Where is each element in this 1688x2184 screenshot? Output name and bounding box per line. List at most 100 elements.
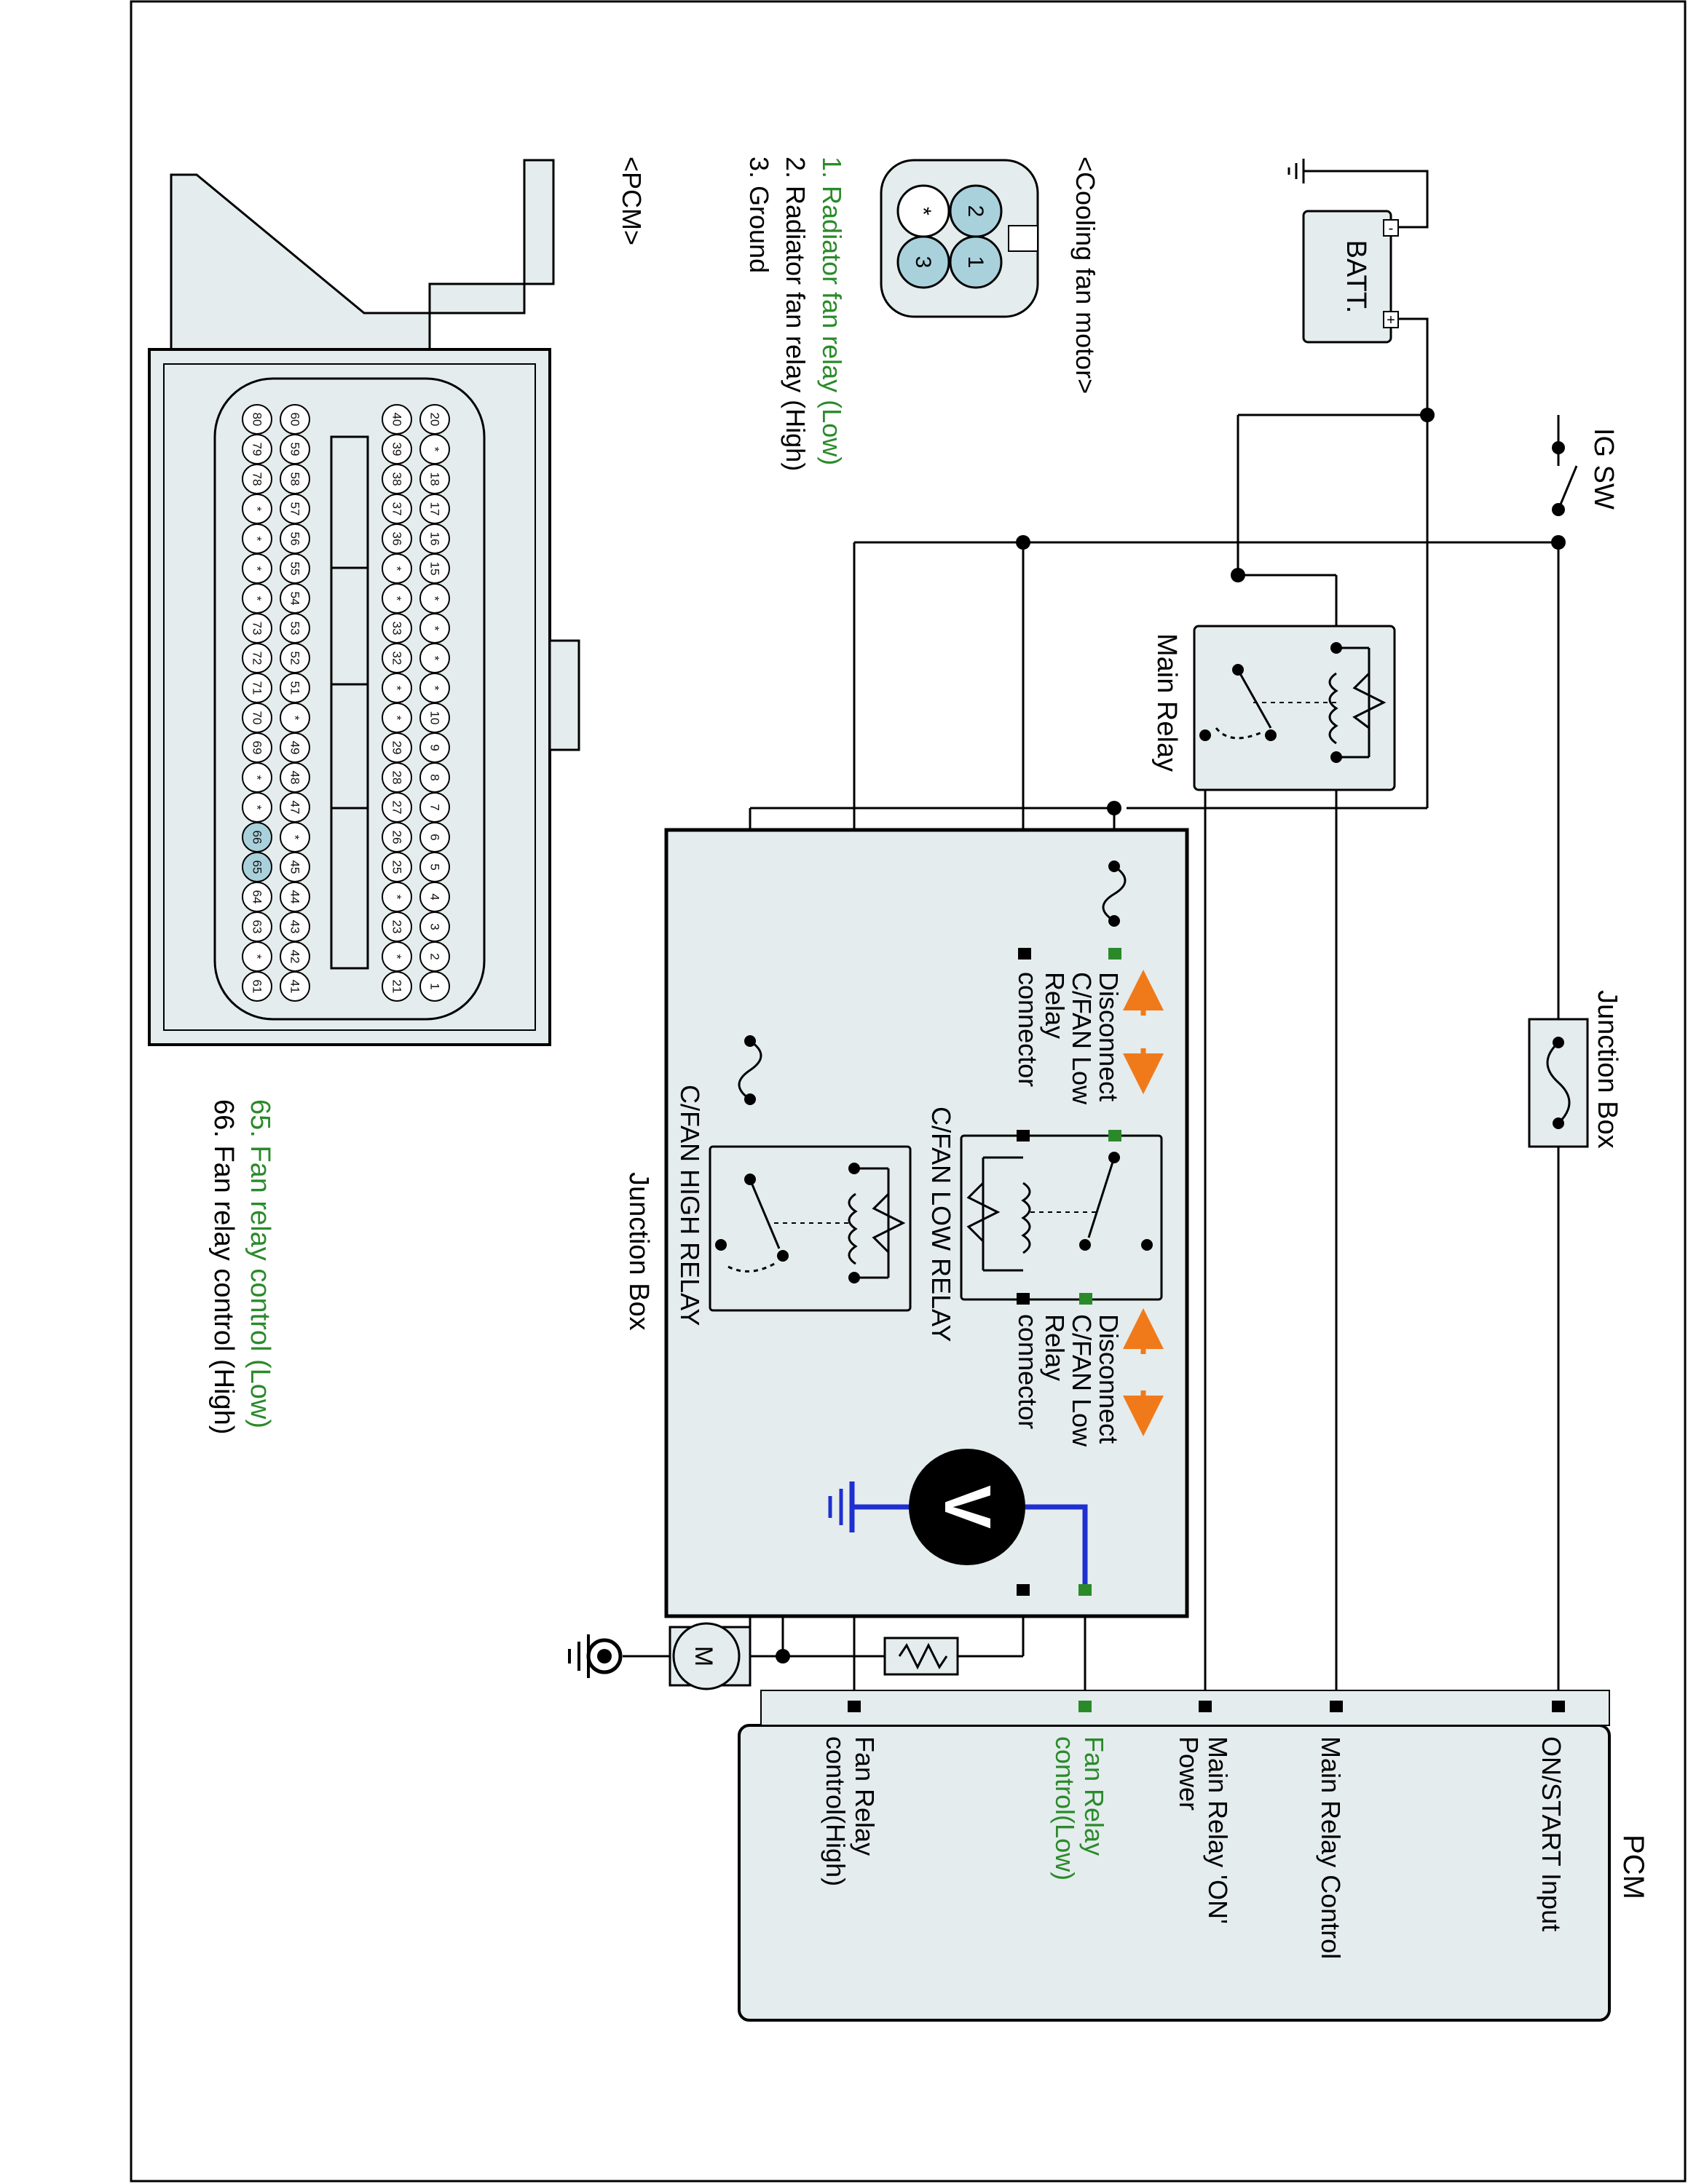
- pcm-pin-label: *: [251, 775, 264, 780]
- pcm-pin-label: *: [428, 626, 442, 631]
- pcm-pin-label: 51: [288, 681, 302, 695]
- pcm-pin-label: 20: [428, 413, 442, 427]
- pcm-pin-label: 1: [428, 983, 442, 989]
- pcm-pin-label: *: [390, 596, 404, 601]
- disconnect-2-line-4: connector: [1013, 1314, 1043, 1429]
- pcm-pin-label: *: [428, 686, 442, 691]
- pcm-pin-label: 29: [390, 741, 404, 755]
- pcm-pin-label: 69: [251, 741, 264, 755]
- cfan-low-relay-label: C/FAN LOW RELAY: [926, 1107, 956, 1342]
- pcm-legend-65: 65. Fan relay control (Low): [245, 1099, 275, 1428]
- pcm-pin-label: 43: [288, 920, 302, 934]
- cfan-high-relay-label: C/FAN HIGH RELAY: [675, 1085, 705, 1326]
- pcm-pin-label: 5: [428, 863, 442, 870]
- pcm-pin-label: 55: [288, 562, 302, 576]
- ig-switch-label: IG SW: [1588, 428, 1619, 510]
- pcm-pin-label: 10: [428, 711, 442, 725]
- disconnect-2-line-2: C/FAN Low: [1067, 1314, 1097, 1447]
- pcm-connector-title: <PCM>: [617, 157, 647, 245]
- pcm-pin-label: *: [288, 835, 302, 840]
- pcm-pin-label: *: [428, 447, 442, 452]
- pcm-pin-label: 71: [251, 681, 264, 695]
- pcm-pin-label: 79: [251, 443, 264, 456]
- pcm-pin-power: Power: [1174, 1736, 1204, 1811]
- pcm-pin-label: 9: [428, 744, 442, 751]
- pcm-pin-fan-relay-low-2: control(Low): [1050, 1736, 1080, 1880]
- ground-icon: [1287, 159, 1305, 183]
- pcm-pin-label: *: [390, 954, 404, 960]
- fuse-high: [738, 1035, 762, 1105]
- cooling-pin-2: 2: [963, 205, 987, 218]
- pcm-pin-label: 70: [251, 711, 264, 725]
- pcm-pin-label: 38: [390, 472, 404, 486]
- pcm-pin-label: *: [390, 895, 404, 900]
- pcm-pin-label: 47: [288, 801, 302, 815]
- disconnect-2-line-3: Relay: [1040, 1314, 1070, 1381]
- pcm-pin-label: 49: [288, 741, 302, 755]
- pcm-pin-label: *: [390, 686, 404, 691]
- pcm-pin-label: 58: [288, 472, 302, 486]
- cooling-fan-motor-title: <Cooling fan motor>: [1070, 157, 1100, 394]
- pcm-pin-main-relay-control: Main Relay Control: [1316, 1736, 1346, 1959]
- disconnect-label-1: Disconnect C/FAN Low Relay connector: [1013, 970, 1164, 1105]
- disconnect-1-line-3: Relay: [1040, 972, 1070, 1039]
- pcm-pin-label: *: [390, 716, 404, 721]
- battery-label: BATT.: [1341, 240, 1371, 314]
- pcm-pin-label: 61: [251, 980, 264, 994]
- junction-box-fuse: Junction Box: [1528, 990, 1622, 1149]
- junction-box-label: Junction Box: [623, 1172, 654, 1331]
- pcm-pin: [419, 404, 450, 435]
- disconnect-1-line-2: C/FAN Low: [1067, 972, 1097, 1105]
- pcm-pin-label: *: [251, 507, 264, 512]
- pcm-pin-label: 4: [428, 893, 442, 900]
- pcm-pin: [382, 404, 412, 435]
- pcm-pin-label: 23: [390, 920, 404, 934]
- resistor-icon: [883, 1637, 959, 1676]
- pcm-pin-label: *: [251, 805, 264, 810]
- junction-box-top-label: Junction Box: [1592, 990, 1622, 1149]
- pcm-title: PCM: [1617, 1835, 1649, 1899]
- pcm-pin-label: 48: [288, 771, 302, 785]
- pcm-pin-label: 56: [288, 532, 302, 546]
- pcm-pin-label: 39: [390, 443, 404, 456]
- fuse-low: [1018, 860, 1127, 960]
- pcm-pin-label: 73: [251, 622, 264, 636]
- pcm-legend-66: 66. Fan relay control (High): [208, 1099, 239, 1434]
- pcm-pin-label: *: [251, 566, 264, 571]
- fan-motor-icon: M: [669, 1622, 752, 1690]
- battery-minus: -: [1389, 221, 1394, 237]
- pcm-pin-label: 60: [288, 413, 302, 427]
- pcm-pin-label: 27: [390, 801, 404, 815]
- pcm-pin-on-start: ON/START Input: [1537, 1736, 1566, 1931]
- battery-plus: +: [1387, 312, 1395, 328]
- pcm-pin-label: 54: [288, 592, 302, 606]
- pcm-pin-fan-relay-high: Fan Relay: [850, 1736, 880, 1856]
- pcm-pin: [280, 404, 310, 435]
- pcm-pin-label: 37: [390, 502, 404, 516]
- pcm-pin-label: 45: [288, 860, 302, 874]
- main-relay: Main Relay: [1151, 625, 1396, 791]
- pcm-connector: <PCM> 12345678910****15161718*2021*23*25…: [148, 157, 647, 1434]
- pcm-pin-label: *: [288, 716, 302, 721]
- pcm-pin-grid: 12345678910****15161718*2021*23*25262728…: [242, 404, 450, 1002]
- pcm-block: PCM ON/START Input Main Relay Control Ma…: [738, 1690, 1649, 2022]
- pcm-pin-label: 72: [251, 652, 264, 665]
- pcm-pin-label: 65: [251, 860, 264, 874]
- voltmeter-icon: V: [828, 1449, 1092, 1596]
- pcm-pin-label: 63: [251, 920, 264, 934]
- pcm-pin-label: 78: [251, 472, 264, 486]
- pcm-pin-label: 18: [428, 472, 442, 486]
- disconnect-label-2: Disconnect C/FAN Low Relay connector: [1013, 1308, 1164, 1447]
- pcm-pin-label: 6: [428, 834, 442, 840]
- cooling-pin-3: 3: [911, 256, 935, 269]
- pcm-pin-label: 59: [288, 443, 302, 456]
- pcm-pin-label: 40: [390, 413, 404, 427]
- pcm-pin-label: 53: [288, 622, 302, 636]
- pcm-pin-label: 64: [251, 890, 264, 904]
- pcm-pin-label: 66: [251, 831, 264, 844]
- motor-ground-icon: [568, 1634, 623, 1678]
- pcm-pin-label: 3: [428, 923, 442, 930]
- cooling-pin-star: *: [911, 207, 935, 215]
- pcm-pin-label: 26: [390, 831, 404, 844]
